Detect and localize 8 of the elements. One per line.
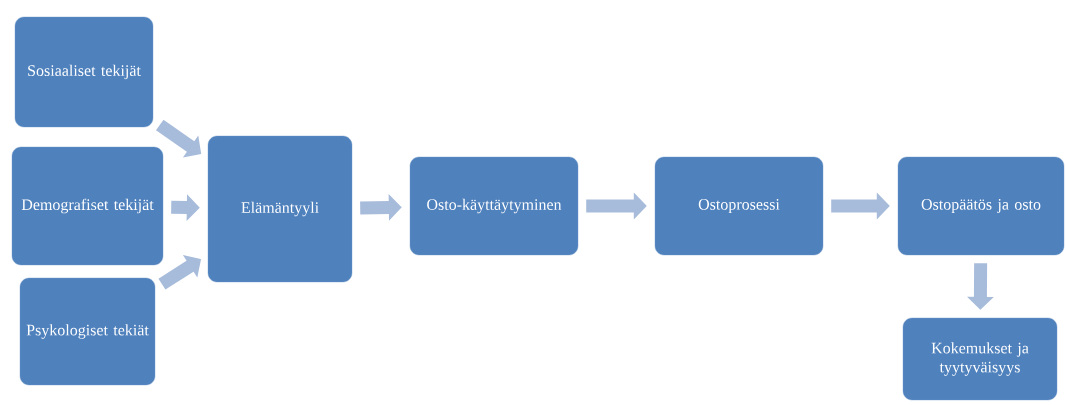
process-box: Ostopäätös ja osto: [897, 156, 1065, 256]
process-box: Demografiset tekijät: [11, 146, 164, 266]
process-box: Psykologiset tekiät: [19, 277, 156, 386]
process-box: Kokemukset ja tyytyväisyys: [902, 317, 1058, 401]
process-box: Ostoprosessi: [654, 156, 824, 256]
process-box: Elämäntyyli: [207, 135, 353, 283]
process-box: Sosiaaliset tekijät: [14, 16, 154, 128]
process-box: Osto-käyttäytyminen: [409, 156, 579, 256]
